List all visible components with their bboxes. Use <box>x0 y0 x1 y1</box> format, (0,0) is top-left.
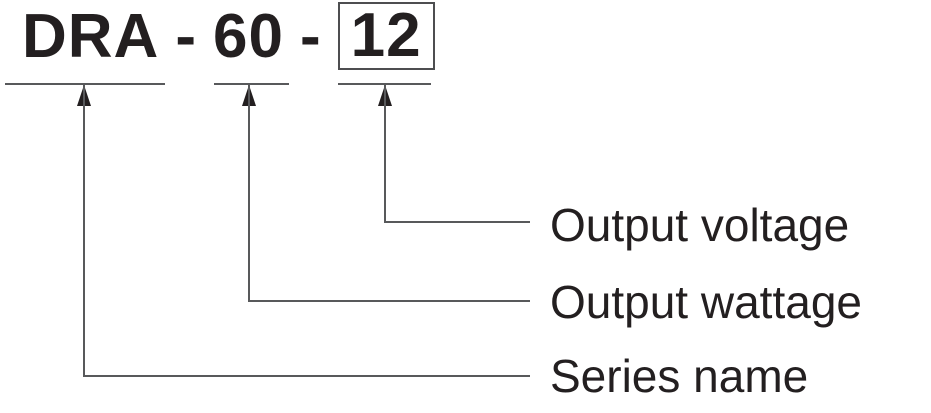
voltage-leader-vertical <box>384 85 386 223</box>
series-name-label: Series name <box>550 350 809 402</box>
voltage-underline <box>338 83 431 85</box>
voltage-code-box: 12 <box>337 1 435 70</box>
model-code: DRA - 60 - 12 <box>22 0 435 72</box>
wattage-leader-vertical <box>248 85 250 302</box>
output-wattage-label: Output wattage <box>550 276 862 328</box>
output-voltage-label: Output voltage <box>550 199 850 251</box>
wattage-code: 60 <box>212 1 284 71</box>
series-underline <box>5 83 165 85</box>
series-leader-vertical <box>83 85 85 377</box>
dash-separator: - <box>175 1 197 71</box>
series-leader-horizontal <box>83 375 530 377</box>
voltage-leader-horizontal <box>384 221 530 223</box>
voltage-code: 12 <box>350 1 422 70</box>
series-code: DRA <box>22 1 160 71</box>
wattage-leader-horizontal <box>248 300 530 302</box>
dash-separator: - <box>299 1 322 71</box>
wattage-underline <box>214 83 289 85</box>
